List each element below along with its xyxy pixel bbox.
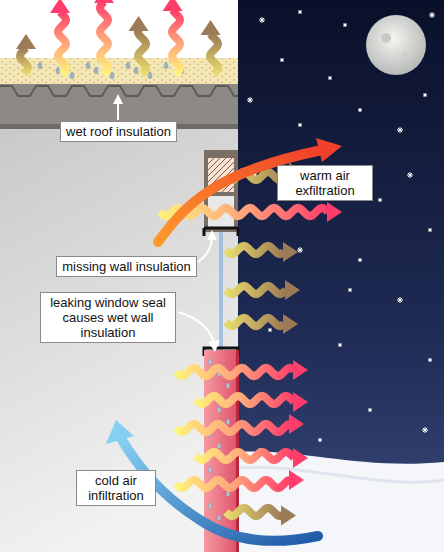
heat-arrow <box>201 20 221 74</box>
water-drop <box>70 72 74 79</box>
star <box>428 228 432 232</box>
water-drop <box>110 72 114 79</box>
star <box>429 12 435 18</box>
water-drop <box>217 442 221 448</box>
star <box>378 198 382 202</box>
water-drop <box>217 406 221 412</box>
star <box>338 343 342 347</box>
star <box>318 438 322 442</box>
water-drop <box>208 358 212 364</box>
water-drop <box>148 72 152 79</box>
callout-box: cold air infiltration <box>76 470 156 506</box>
water-drop <box>86 62 90 69</box>
heat-arrow <box>196 392 308 412</box>
water-drop <box>164 62 168 69</box>
star <box>343 23 347 27</box>
water-drop <box>217 514 221 520</box>
callout-box: wet roof insulation <box>60 121 177 142</box>
star <box>368 408 372 412</box>
water-drop <box>208 466 212 472</box>
heat-arrow <box>176 360 308 380</box>
star <box>397 127 403 133</box>
callout-label: wet roof insulation <box>66 124 171 139</box>
callout-label: leaking window seal causes wet wall insu… <box>46 295 170 340</box>
star <box>280 58 284 62</box>
heat-arrow <box>226 280 300 300</box>
water-drop <box>208 502 212 508</box>
heat-arrow <box>163 0 183 74</box>
star <box>268 328 272 332</box>
heat-arrow <box>226 505 296 525</box>
star <box>407 172 413 178</box>
star <box>348 288 352 292</box>
star <box>358 108 362 112</box>
callout-label: cold air infiltration <box>82 473 150 503</box>
star <box>297 247 303 253</box>
star <box>423 93 427 97</box>
water-drop <box>94 67 98 74</box>
callout-box: missing wall insulation <box>56 256 197 277</box>
water-drop <box>56 67 60 74</box>
star <box>298 10 302 14</box>
water-drop <box>226 418 230 424</box>
star <box>259 17 265 23</box>
star <box>328 76 332 80</box>
heat-arrow <box>226 242 298 262</box>
heat-arrow <box>129 16 149 74</box>
heat-arrow <box>226 314 298 334</box>
heat-arrow <box>176 414 304 434</box>
callout-label: warm air exfiltration <box>283 168 367 198</box>
heat-arrow <box>176 470 304 490</box>
water-drop <box>126 62 130 69</box>
star <box>428 358 432 362</box>
heat-arrow <box>94 0 114 74</box>
water-drop <box>134 67 138 74</box>
star <box>397 297 403 303</box>
star <box>422 427 428 433</box>
callout-label: missing wall insulation <box>62 259 191 274</box>
heat-arrow <box>196 448 308 468</box>
star <box>358 258 362 262</box>
callout-box: warm air exfiltration <box>277 165 373 201</box>
water-drop <box>38 62 42 69</box>
heat-arrow <box>16 34 36 74</box>
heat-arrow <box>50 0 70 74</box>
star <box>298 123 302 127</box>
callout-box: leaking window seal causes wet wall insu… <box>40 292 176 343</box>
water-drop <box>226 382 230 388</box>
star <box>247 97 253 103</box>
